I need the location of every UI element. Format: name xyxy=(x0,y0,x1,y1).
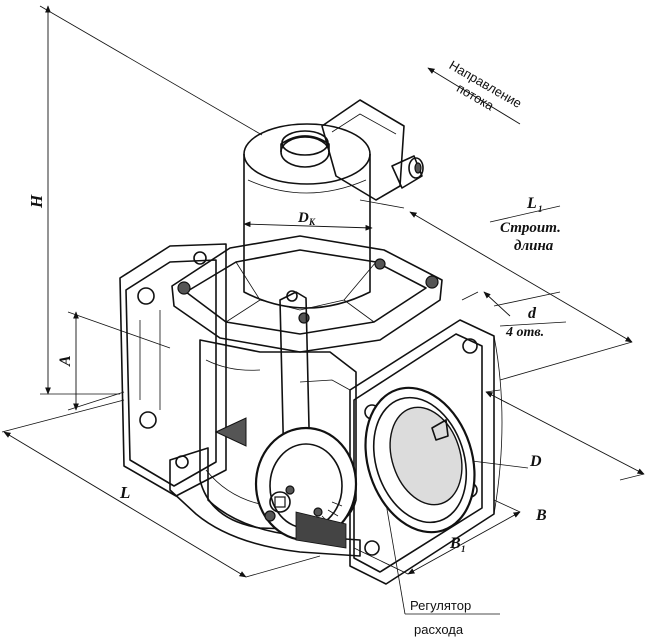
label-B1-sub: 1 xyxy=(461,544,466,554)
label-regulator-1: Регулятор xyxy=(410,598,471,613)
label-L1-sub: 1 xyxy=(538,204,543,214)
flow-regulator xyxy=(254,290,358,549)
label-L1: L xyxy=(526,195,537,212)
label-A: A xyxy=(57,355,74,367)
label-regulator-2: расхода xyxy=(414,622,464,637)
labels: H A L D К D B B 1 L 1 Строит. длина d 4 … xyxy=(27,57,561,637)
label-H: H xyxy=(27,194,46,209)
label-dlina: длина xyxy=(514,238,554,254)
valve-body xyxy=(119,235,503,585)
flow-direction-mark xyxy=(214,417,247,447)
label-Dk-sub: К xyxy=(308,217,316,227)
label-L: L xyxy=(119,483,130,502)
label-Dk: D xyxy=(297,210,309,226)
label-stroit: Строит. xyxy=(500,220,561,236)
solenoid-coil xyxy=(243,99,424,309)
label-B: B xyxy=(535,507,547,524)
label-d: d xyxy=(528,305,537,322)
label-D: D xyxy=(529,453,542,470)
label-4-otv: 4 отв. xyxy=(505,325,544,340)
dimension-lines xyxy=(1,5,645,615)
label-B1: B xyxy=(449,535,461,552)
